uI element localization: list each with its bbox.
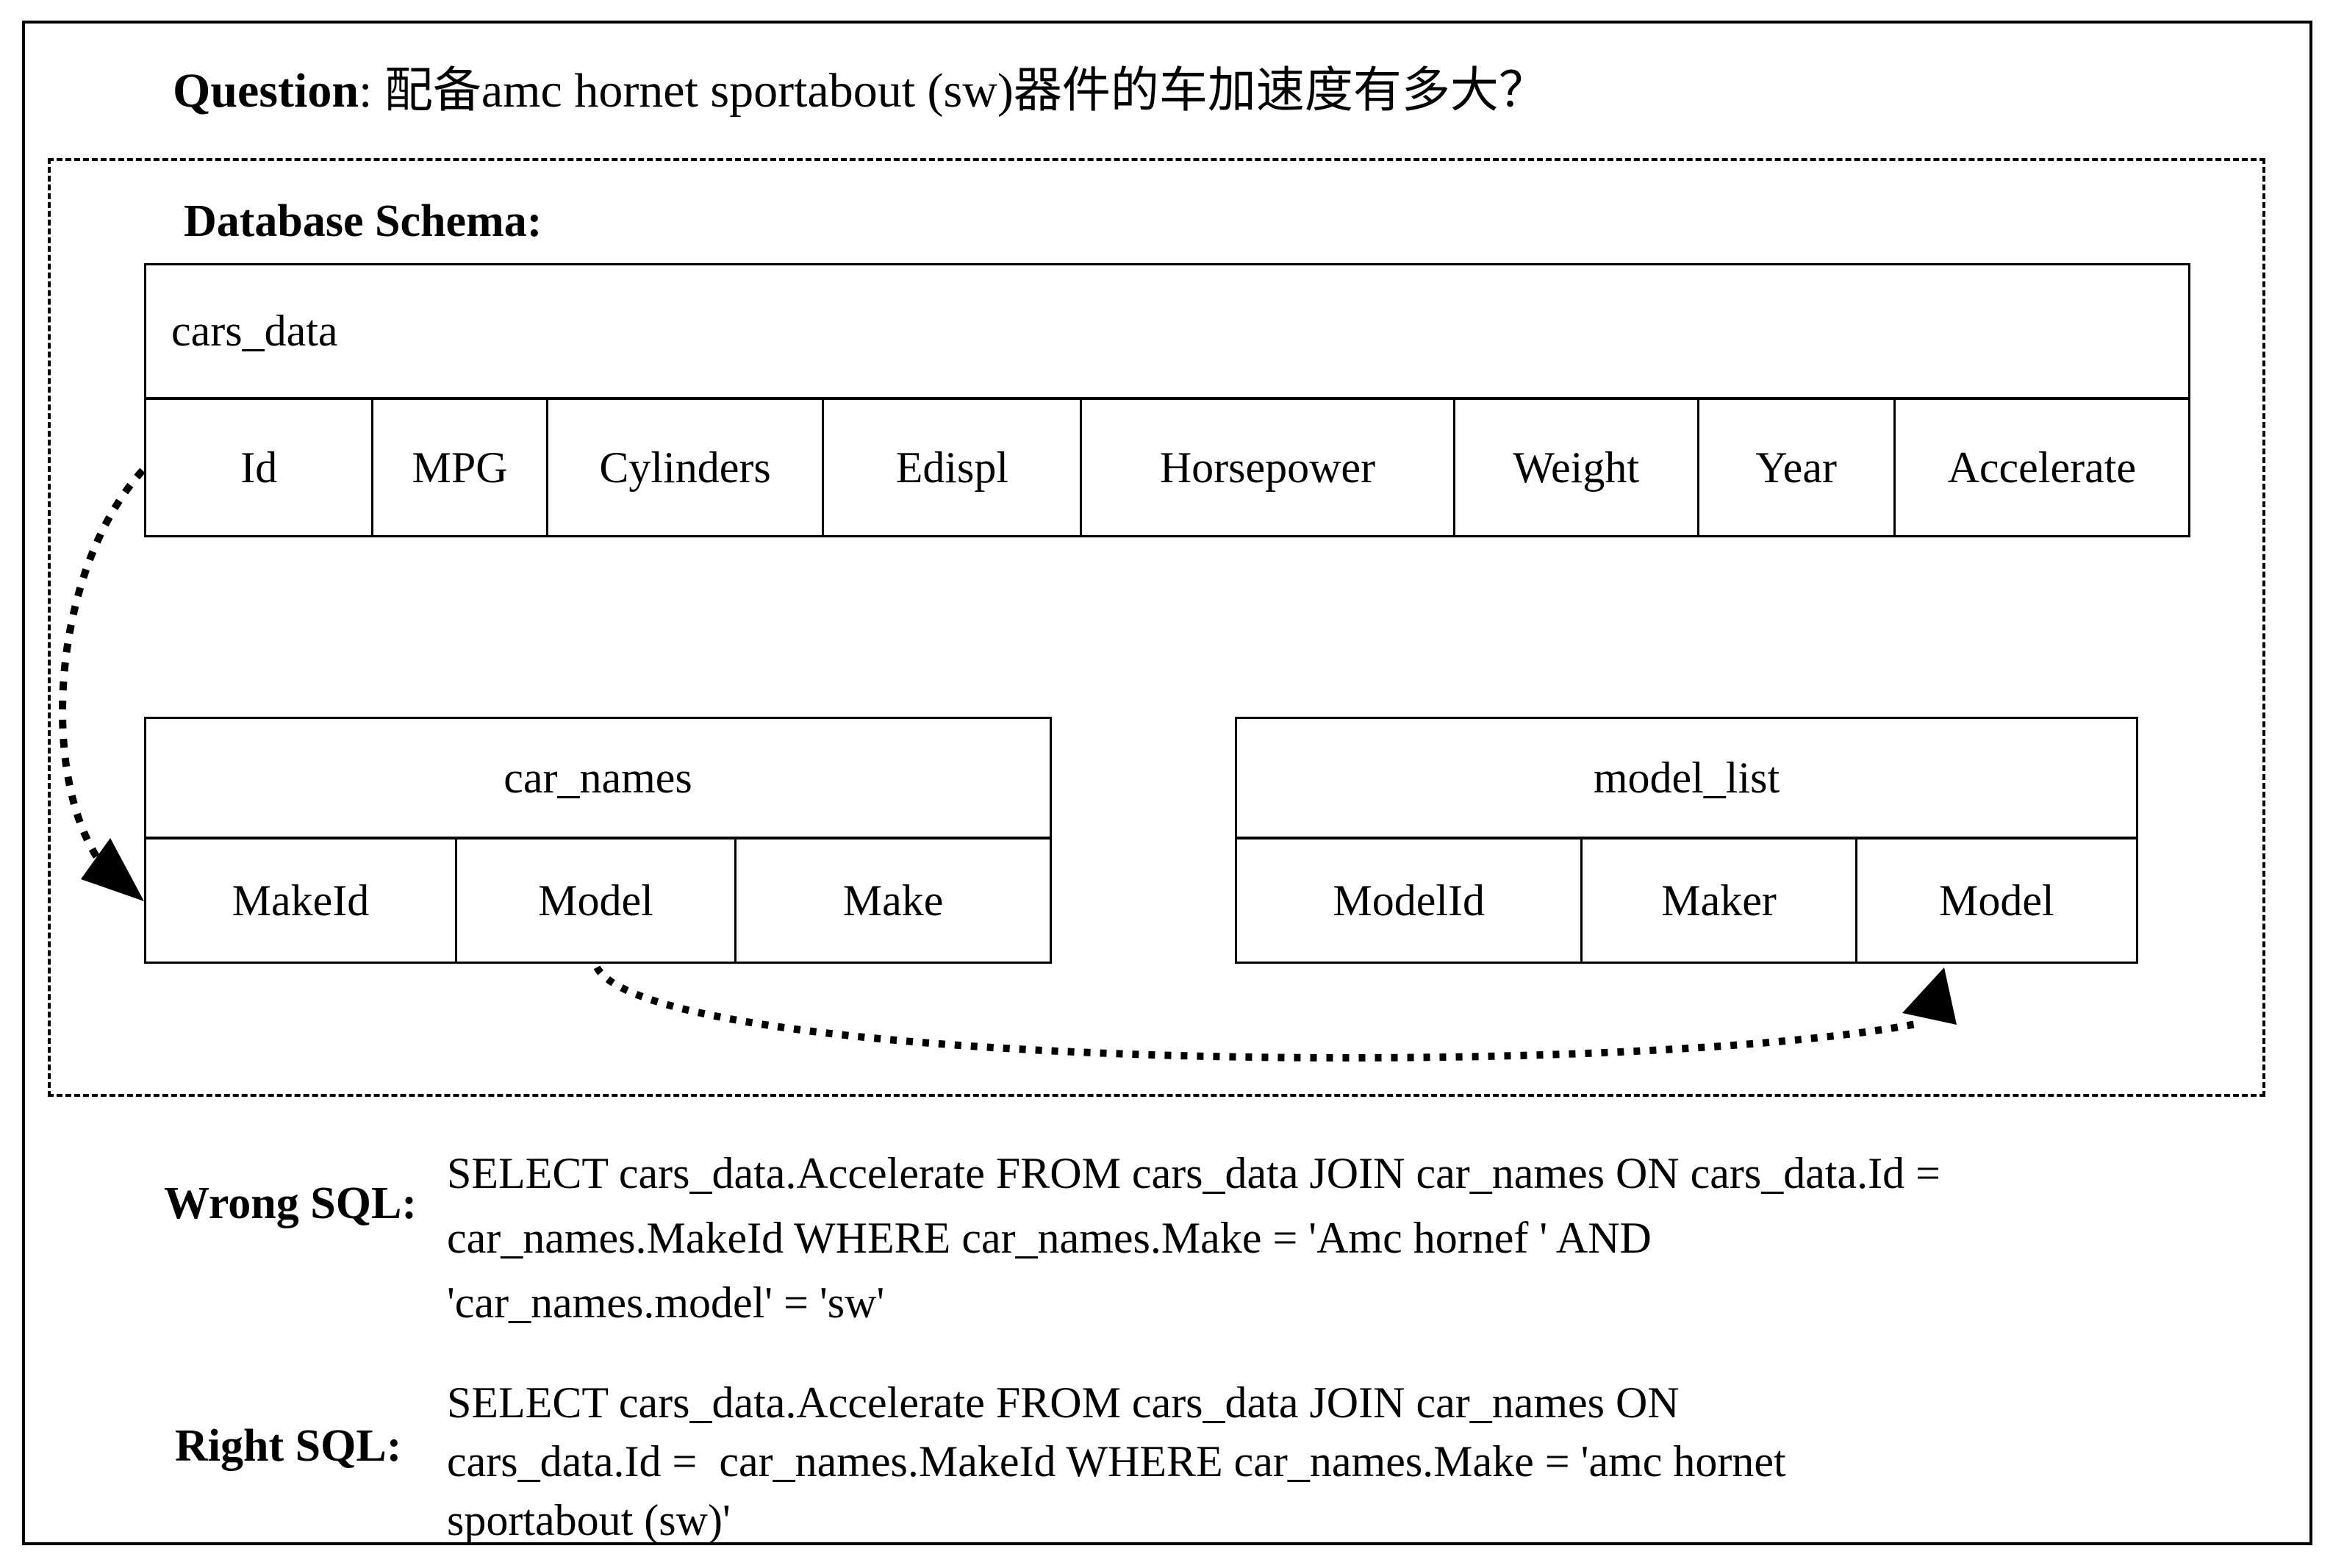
table-model-list-title: model_list — [1237, 719, 2136, 840]
column-header-edispl: Edispl — [822, 400, 1080, 535]
table-car-names-columns: MakeId Model Make — [146, 840, 1050, 962]
column-header-cylinders: Cylinders — [545, 400, 823, 535]
right-sql-line-3: sportabout (sw)' — [447, 1496, 731, 1544]
column-header-id: Id — [240, 443, 278, 492]
right-sql-line-2: cars_data.Id = car_names.MakeId WHERE ca… — [447, 1437, 1786, 1486]
column-header-makeid: MakeId — [232, 876, 370, 925]
table-cars-data-title: cars_data — [146, 265, 2188, 400]
wrong-sql-line-3: 'car_names.model' = 'sw' — [447, 1278, 885, 1327]
right-sql-label: Right SQL: — [175, 1421, 402, 1471]
table-model-list-columns: ModelId Maker Model — [1237, 840, 2136, 962]
column-header-mpg: MPG — [371, 400, 545, 535]
database-schema-panel — [48, 158, 2265, 1097]
question-label: Question — [173, 64, 359, 118]
column-header-horsepower: Horsepower — [1080, 400, 1452, 535]
wrong-sql-line-2: car_names.MakeId WHERE car_names.Make = … — [447, 1214, 1652, 1262]
column-header-maker: Maker — [1580, 840, 1854, 962]
wrong-sql-label: Wrong SQL: — [164, 1178, 417, 1228]
table-cars-data-columns: Id MPG Cylinders Edispl Horsepower Weigh… — [146, 400, 2188, 535]
table-cars-data: cars_data Id MPG Cylinders Edispl Horsep… — [144, 263, 2190, 537]
column-header-model-2: Model — [1854, 840, 2136, 962]
question-text: 配备amc hornet sportabout (sw)器件的车加速度有多大？ — [384, 64, 1547, 118]
question-line: Question: 配备amc hornet sportabout (sw)器件… — [173, 62, 2231, 121]
column-header-model: Model — [454, 840, 734, 962]
column-header-modelid: ModelId — [1333, 876, 1486, 925]
figure-outer-border — [22, 21, 2312, 1545]
right-sql-line-1: SELECT cars_data.Accelerate FROM cars_da… — [447, 1378, 1680, 1427]
table-car-names-title: car_names — [146, 719, 1050, 840]
column-header-accelerate: Accelerate — [1893, 400, 2188, 535]
wrong-sql-text: SELECT cars_data.Accelerate FROM cars_da… — [447, 1141, 1940, 1335]
wrong-sql-line-1: SELECT cars_data.Accelerate FROM cars_da… — [447, 1149, 1940, 1198]
table-model-list: model_list ModelId Maker Model — [1235, 717, 2138, 964]
column-header-year: Year — [1696, 400, 1893, 535]
right-sql-text: SELECT cars_data.Accelerate FROM cars_da… — [447, 1373, 1786, 1550]
table-car-names: car_names MakeId Model Make — [144, 717, 1052, 964]
schema-panel-title: Database Schema: — [184, 196, 542, 246]
column-header-weight: Weight — [1452, 400, 1697, 535]
column-header-make: Make — [734, 840, 1050, 962]
question-separator: : — [359, 64, 384, 118]
